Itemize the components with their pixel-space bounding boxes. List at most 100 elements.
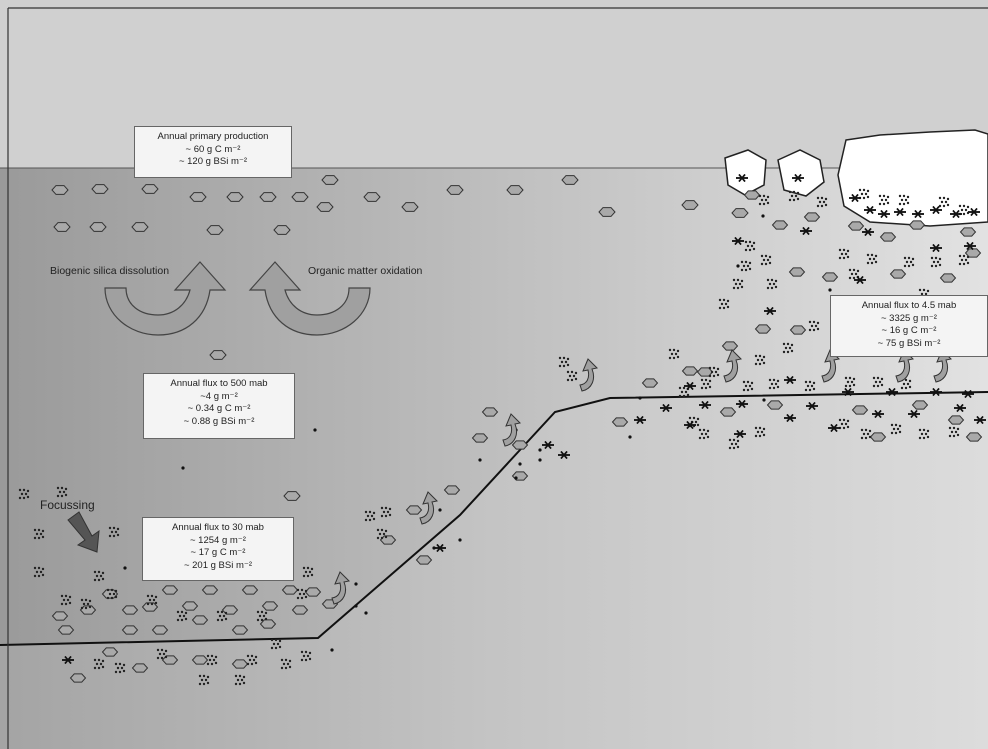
hexagon-particle-icon bbox=[789, 325, 807, 335]
particle-dot-icon bbox=[432, 546, 436, 550]
fine-particle-cluster-icon bbox=[816, 196, 828, 208]
fine-particle-cluster-icon bbox=[744, 240, 756, 252]
fine-particle-cluster-icon bbox=[898, 194, 910, 206]
particle-dot-icon bbox=[123, 566, 127, 570]
ice-floe-icon bbox=[777, 149, 825, 197]
hexagon-particle-icon bbox=[304, 587, 322, 597]
fine-particle-cluster-icon bbox=[80, 598, 92, 610]
resuspension-arrow-icon bbox=[331, 571, 351, 605]
fine-particle-cluster-icon bbox=[948, 426, 960, 438]
hexagon-particle-icon bbox=[161, 655, 179, 665]
diatom-particle-icon bbox=[558, 451, 570, 459]
diatom-particle-icon bbox=[964, 242, 976, 250]
hexagon-particle-icon bbox=[131, 222, 149, 232]
hexagon-particle-icon bbox=[151, 625, 169, 635]
hexagon-particle-icon bbox=[69, 673, 87, 683]
fine-particle-cluster-icon bbox=[860, 428, 872, 440]
flux-500-box: Annual flux to 500 mab ~4 g m⁻² ~ 0.34 g… bbox=[143, 373, 295, 439]
primary-production-title: Annual primary production bbox=[157, 131, 269, 142]
hexagon-particle-icon bbox=[363, 192, 381, 202]
hexagon-particle-icon bbox=[446, 185, 464, 195]
flux-500-carbon: ~ 0.34 g C m⁻² bbox=[187, 403, 251, 414]
particle-dot-icon bbox=[354, 582, 358, 586]
fine-particle-cluster-icon bbox=[766, 278, 778, 290]
diatom-particle-icon bbox=[684, 421, 696, 429]
hexagon-particle-icon bbox=[51, 611, 69, 621]
fine-particle-cluster-icon bbox=[33, 566, 45, 578]
diatom-particle-icon bbox=[886, 388, 898, 396]
fine-particle-cluster-icon bbox=[708, 366, 720, 378]
hexagon-particle-icon bbox=[681, 366, 699, 376]
hexagon-particle-icon bbox=[291, 192, 309, 202]
particle-dot-icon bbox=[736, 264, 740, 268]
hexagon-particle-icon bbox=[754, 324, 772, 334]
hexagon-particle-icon bbox=[506, 185, 524, 195]
diatom-particle-icon bbox=[764, 307, 776, 315]
resuspension-arrow-icon bbox=[579, 358, 599, 392]
hexagon-particle-icon bbox=[721, 341, 739, 351]
hexagon-particle-icon bbox=[131, 663, 149, 673]
hexagon-particle-icon bbox=[161, 585, 179, 595]
fine-particle-cluster-icon bbox=[742, 380, 754, 392]
hexagon-particle-icon bbox=[51, 185, 69, 195]
diatom-particle-icon bbox=[872, 410, 884, 418]
hexagon-particle-icon bbox=[965, 432, 983, 442]
flux-4-5-mass: ~ 3325 g m⁻² bbox=[881, 312, 937, 324]
diatom-particle-icon bbox=[800, 227, 812, 235]
hexagon-particle-icon bbox=[719, 407, 737, 417]
hexagon-particle-icon bbox=[259, 619, 277, 629]
ice-floe-icon bbox=[724, 149, 767, 196]
diatom-particle-icon bbox=[806, 402, 818, 410]
fine-particle-cluster-icon bbox=[782, 342, 794, 354]
diatom-particle-icon bbox=[930, 244, 942, 252]
fine-particle-cluster-icon bbox=[364, 510, 376, 522]
flux-30-box: Annual flux to 30 mab ~ 1254 g m⁻² ~ 17 … bbox=[142, 517, 294, 581]
hexagon-particle-icon bbox=[91, 184, 109, 194]
fine-particle-cluster-icon bbox=[93, 570, 105, 582]
particle-dot-icon bbox=[458, 538, 462, 542]
hexagon-particle-icon bbox=[959, 227, 977, 237]
hexagon-particle-icon bbox=[908, 220, 926, 230]
diatom-particle-icon bbox=[784, 414, 796, 422]
hexagon-particle-icon bbox=[201, 585, 219, 595]
diatom-particle-icon bbox=[912, 210, 924, 218]
hexagon-particle-icon bbox=[241, 585, 259, 595]
diatom-particle-icon bbox=[849, 194, 861, 202]
hexagon-particle-icon bbox=[803, 212, 821, 222]
fine-particle-cluster-icon bbox=[866, 253, 878, 265]
resuspension-arrow-icon bbox=[419, 491, 439, 525]
diatom-particle-icon bbox=[968, 208, 980, 216]
hexagon-particle-icon bbox=[481, 407, 499, 417]
fine-particle-cluster-icon bbox=[234, 674, 246, 686]
biogenic-silica-dissolution-arrow-icon bbox=[104, 261, 227, 336]
diatom-particle-icon bbox=[842, 388, 854, 396]
diatom-particle-icon bbox=[736, 174, 748, 182]
fine-particle-cluster-icon bbox=[903, 256, 915, 268]
flux-4-5-title: Annual flux to 4.5 mab bbox=[861, 300, 957, 311]
diatom-particle-icon bbox=[930, 206, 942, 214]
hexagon-particle-icon bbox=[141, 602, 159, 612]
fine-particle-cluster-icon bbox=[958, 254, 970, 266]
fine-particle-cluster-icon bbox=[176, 610, 188, 622]
diatom-particle-icon bbox=[660, 404, 672, 412]
diatom-particle-icon bbox=[862, 228, 874, 236]
fine-particle-cluster-icon bbox=[890, 423, 902, 435]
biogenic-silica-label: Biogenic silica dissolution bbox=[50, 265, 170, 277]
particle-dot-icon bbox=[828, 288, 832, 292]
particle-dot-icon bbox=[762, 398, 766, 402]
diatom-particle-icon bbox=[864, 206, 876, 214]
hexagon-particle-icon bbox=[221, 605, 239, 615]
particle-dot-icon bbox=[514, 476, 518, 480]
hexagon-particle-icon bbox=[259, 192, 277, 202]
hexagon-particle-icon bbox=[291, 605, 309, 615]
hexagon-particle-icon bbox=[261, 601, 279, 611]
flux-30-carbon: ~ 17 g C m⁻² bbox=[190, 547, 246, 558]
fine-particle-cluster-icon bbox=[918, 428, 930, 440]
hexagon-particle-icon bbox=[964, 248, 982, 258]
fine-particle-cluster-icon bbox=[56, 486, 68, 498]
fine-particle-cluster-icon bbox=[18, 488, 30, 500]
hexagon-particle-icon bbox=[283, 491, 301, 501]
fine-particle-cluster-icon bbox=[808, 320, 820, 332]
fine-particle-cluster-icon bbox=[768, 378, 780, 390]
